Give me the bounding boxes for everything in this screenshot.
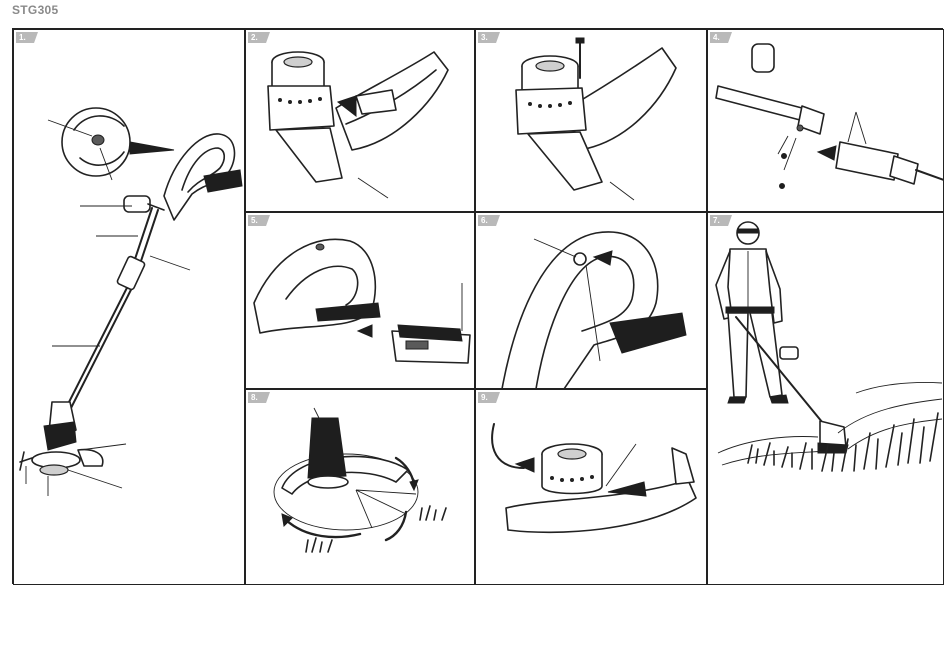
trimmer-overview-drawing <box>14 30 245 585</box>
guard-screw-drawing <box>476 30 707 212</box>
rotation-drawing <box>246 390 475 585</box>
guard-attach-drawing <box>246 30 475 212</box>
panel-3-guard-screw: 3. <box>475 29 707 212</box>
panel-2-guard-attach: 2. <box>245 29 475 212</box>
battery-insert-drawing <box>246 213 475 389</box>
model-number: STG305 <box>12 3 59 17</box>
operator-drawing <box>708 213 944 585</box>
panel-1-trimmer-overview: 1. <box>13 29 245 585</box>
shaft-connection-drawing <box>708 30 944 212</box>
panel-5-battery-insert: 5. <box>245 212 475 389</box>
panel-8-cutting-rotation: 8. <box>245 389 475 585</box>
panel-6-handle-button: 6. <box>475 212 707 389</box>
line-feed-drawing <box>476 390 707 585</box>
panel-4-shaft-connection: 4. <box>707 29 944 212</box>
illustration-sheet: 1. <box>12 28 943 584</box>
panel-7-operating-position: 7. <box>707 212 944 585</box>
handle-button-drawing <box>476 213 707 389</box>
panel-9-line-feed: 9. <box>475 389 707 585</box>
